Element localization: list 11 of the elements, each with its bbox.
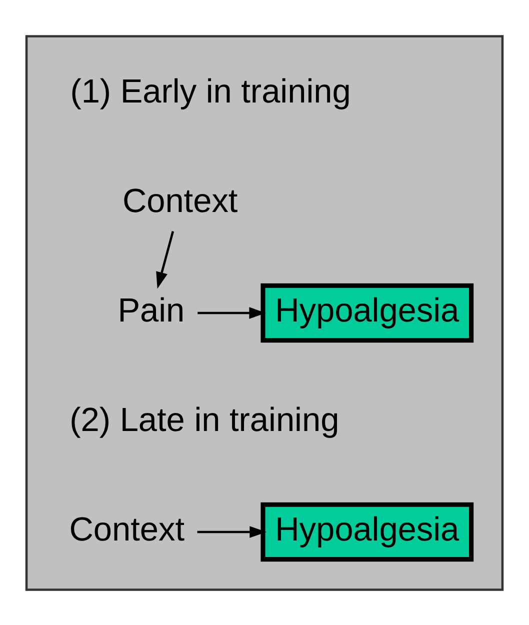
node-text: Context [122, 182, 238, 220]
cluster [25, 34, 504, 590]
arrow [197, 526, 266, 538]
node-text: Context [69, 510, 185, 548]
label: (2) Late in training [70, 402, 340, 438]
arrow [198, 306, 266, 318]
node-text: Pain [118, 292, 185, 330]
node-box: Hypoalgesia [260, 502, 474, 562]
arrow [156, 230, 174, 288]
label: (1) Early in training [70, 73, 351, 110]
node-box: Hypoalgesia [260, 282, 474, 342]
